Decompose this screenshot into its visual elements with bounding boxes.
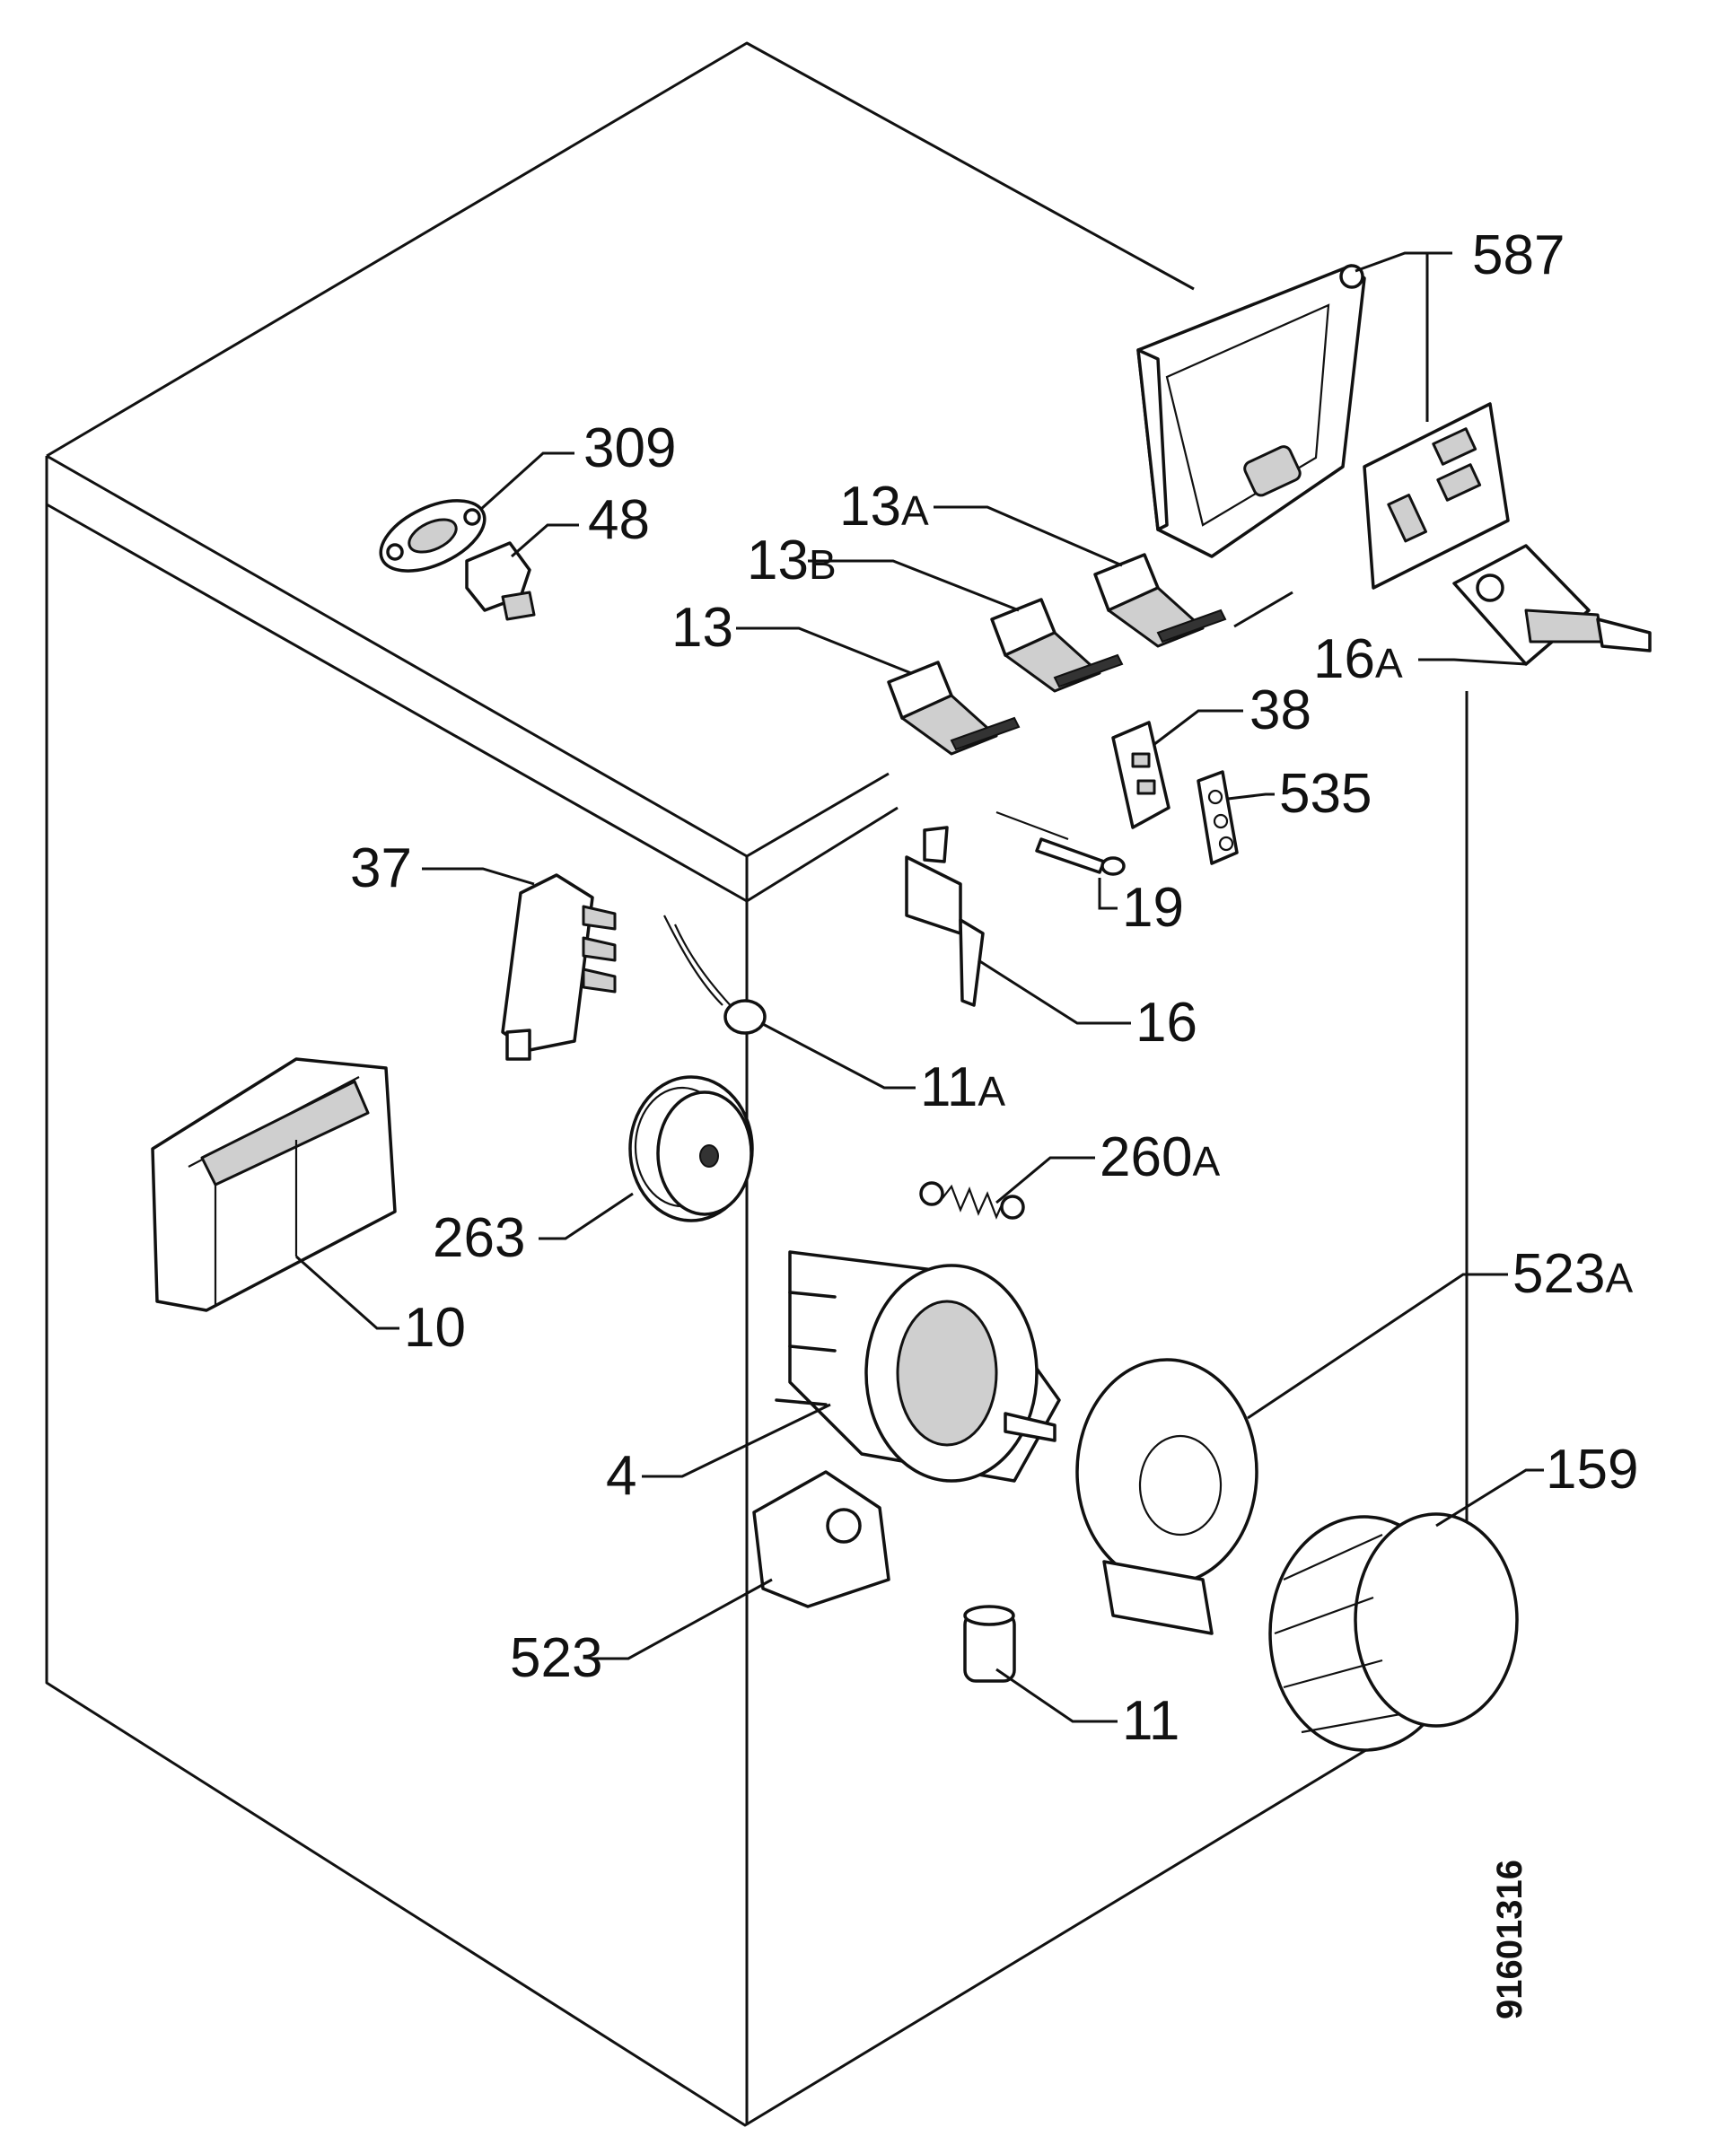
callout-4: 4 [606,1445,636,1507]
callout-159: 159 [1546,1439,1638,1501]
callout-260A: 260A [1100,1126,1220,1188]
part-38-terminal-block [1111,721,1170,829]
part-535-connector-strip [1197,770,1239,865]
callout-263: 263 [433,1207,525,1269]
part-37-bracket [501,873,617,1061]
part-13B-switch [990,598,1124,693]
callout-38: 38 [1249,679,1311,741]
part-13A-switch [1093,553,1227,648]
part-587-control-unit [1136,264,1510,590]
callout-13: 13 [671,597,733,659]
callout-13A: 13A [839,476,929,538]
part-523A-fan-housing [1075,1358,1258,1635]
callout-13B: 13B [747,530,837,591]
callout-11A: 11A [920,1056,1005,1118]
part-19-probe [995,810,1126,876]
part-4-motor [775,1250,1061,1483]
leader-lines [295,251,1544,1723]
callout-16: 16 [1135,992,1197,1054]
document-number: 91601316 [1490,1860,1530,2019]
callout-523A: 523A [1512,1243,1633,1305]
part-263-pulley [628,1075,754,1222]
callout-523: 523 [510,1627,602,1689]
callout-labels: 587 309 48 13A 13B 13 16A 38 535 37 19 1… [350,224,1638,1752]
part-13-switch [887,661,1021,756]
callout-587: 587 [1472,224,1565,286]
part-159-blower-wheel [1268,1512,1519,1752]
part-260A-spring [919,1181,1025,1220]
appliance-cabinet [45,41,1469,2127]
callout-309: 309 [583,417,676,479]
part-523-motor-mount [752,1470,890,1608]
callout-19: 19 [1122,877,1184,939]
part-11A-suppressor [663,915,767,1035]
part-16A-rotary-switch [1452,544,1652,666]
callout-10: 10 [404,1297,466,1359]
callout-16A: 16A [1313,628,1403,690]
callout-11: 11 [1122,1690,1179,1752]
part-10-filter-box [151,1057,397,1312]
part-309-seal-ring [379,499,487,573]
callout-535: 535 [1279,763,1372,825]
part-11-capacitor [963,1605,1016,1683]
part-16-door-switch [905,826,985,1007]
callout-48: 48 [588,489,650,551]
part-48-fitting [465,541,536,621]
callout-37: 37 [350,837,412,899]
